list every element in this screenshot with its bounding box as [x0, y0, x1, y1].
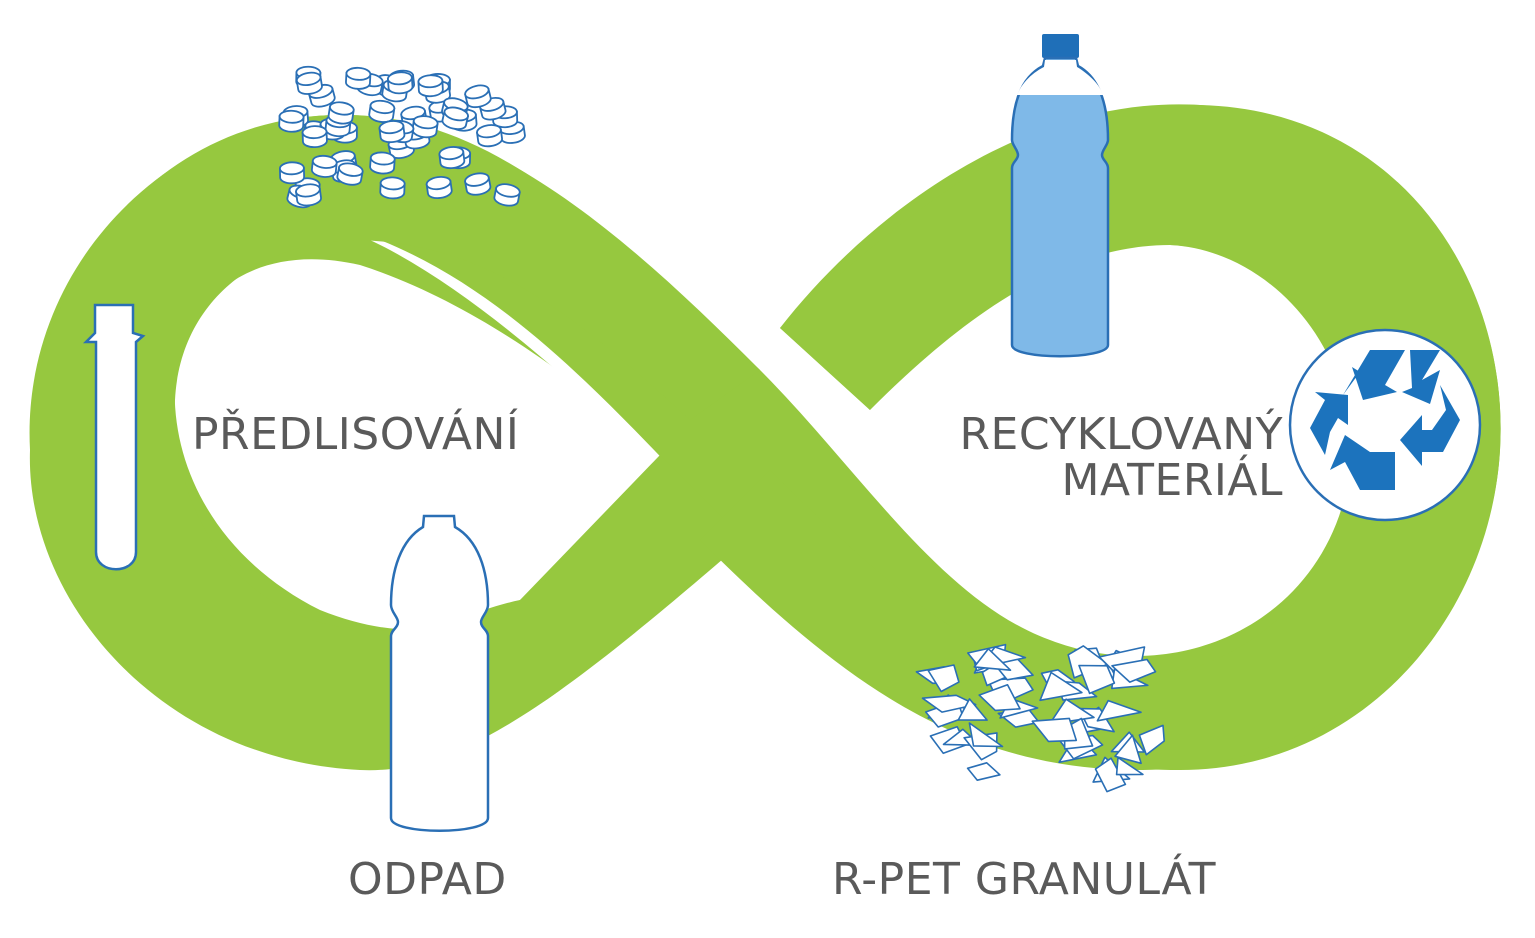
recycle-icon — [1288, 328, 1482, 522]
loop-band-main — [29, 104, 1501, 770]
preform-icon — [82, 303, 146, 571]
infinity-loop — [29, 104, 1501, 771]
loop-outer-left-hole — [174, 259, 660, 630]
caps-pile-icon — [278, 65, 526, 209]
preform-label: PŘEDLISOVÁNÍ — [192, 409, 520, 460]
recycled-label-line1: RECYKLOVANÝ — [959, 409, 1283, 460]
loop-left-lobe — [29, 114, 760, 771]
granulate-label: R-PET GRANULÁT — [832, 854, 1217, 905]
recycled-material-label: RECYKLOVANÝ MATERIÁL — [959, 409, 1283, 507]
waste-label: ODPAD — [348, 854, 507, 905]
loop-right-lobe — [700, 104, 1501, 770]
flakes-pile-icon — [915, 643, 1165, 793]
empty-bottle-icon — [389, 514, 490, 832]
recycled-label-line2: MATERIÁL — [1061, 455, 1283, 507]
filled-bottle-icon — [1010, 34, 1110, 358]
